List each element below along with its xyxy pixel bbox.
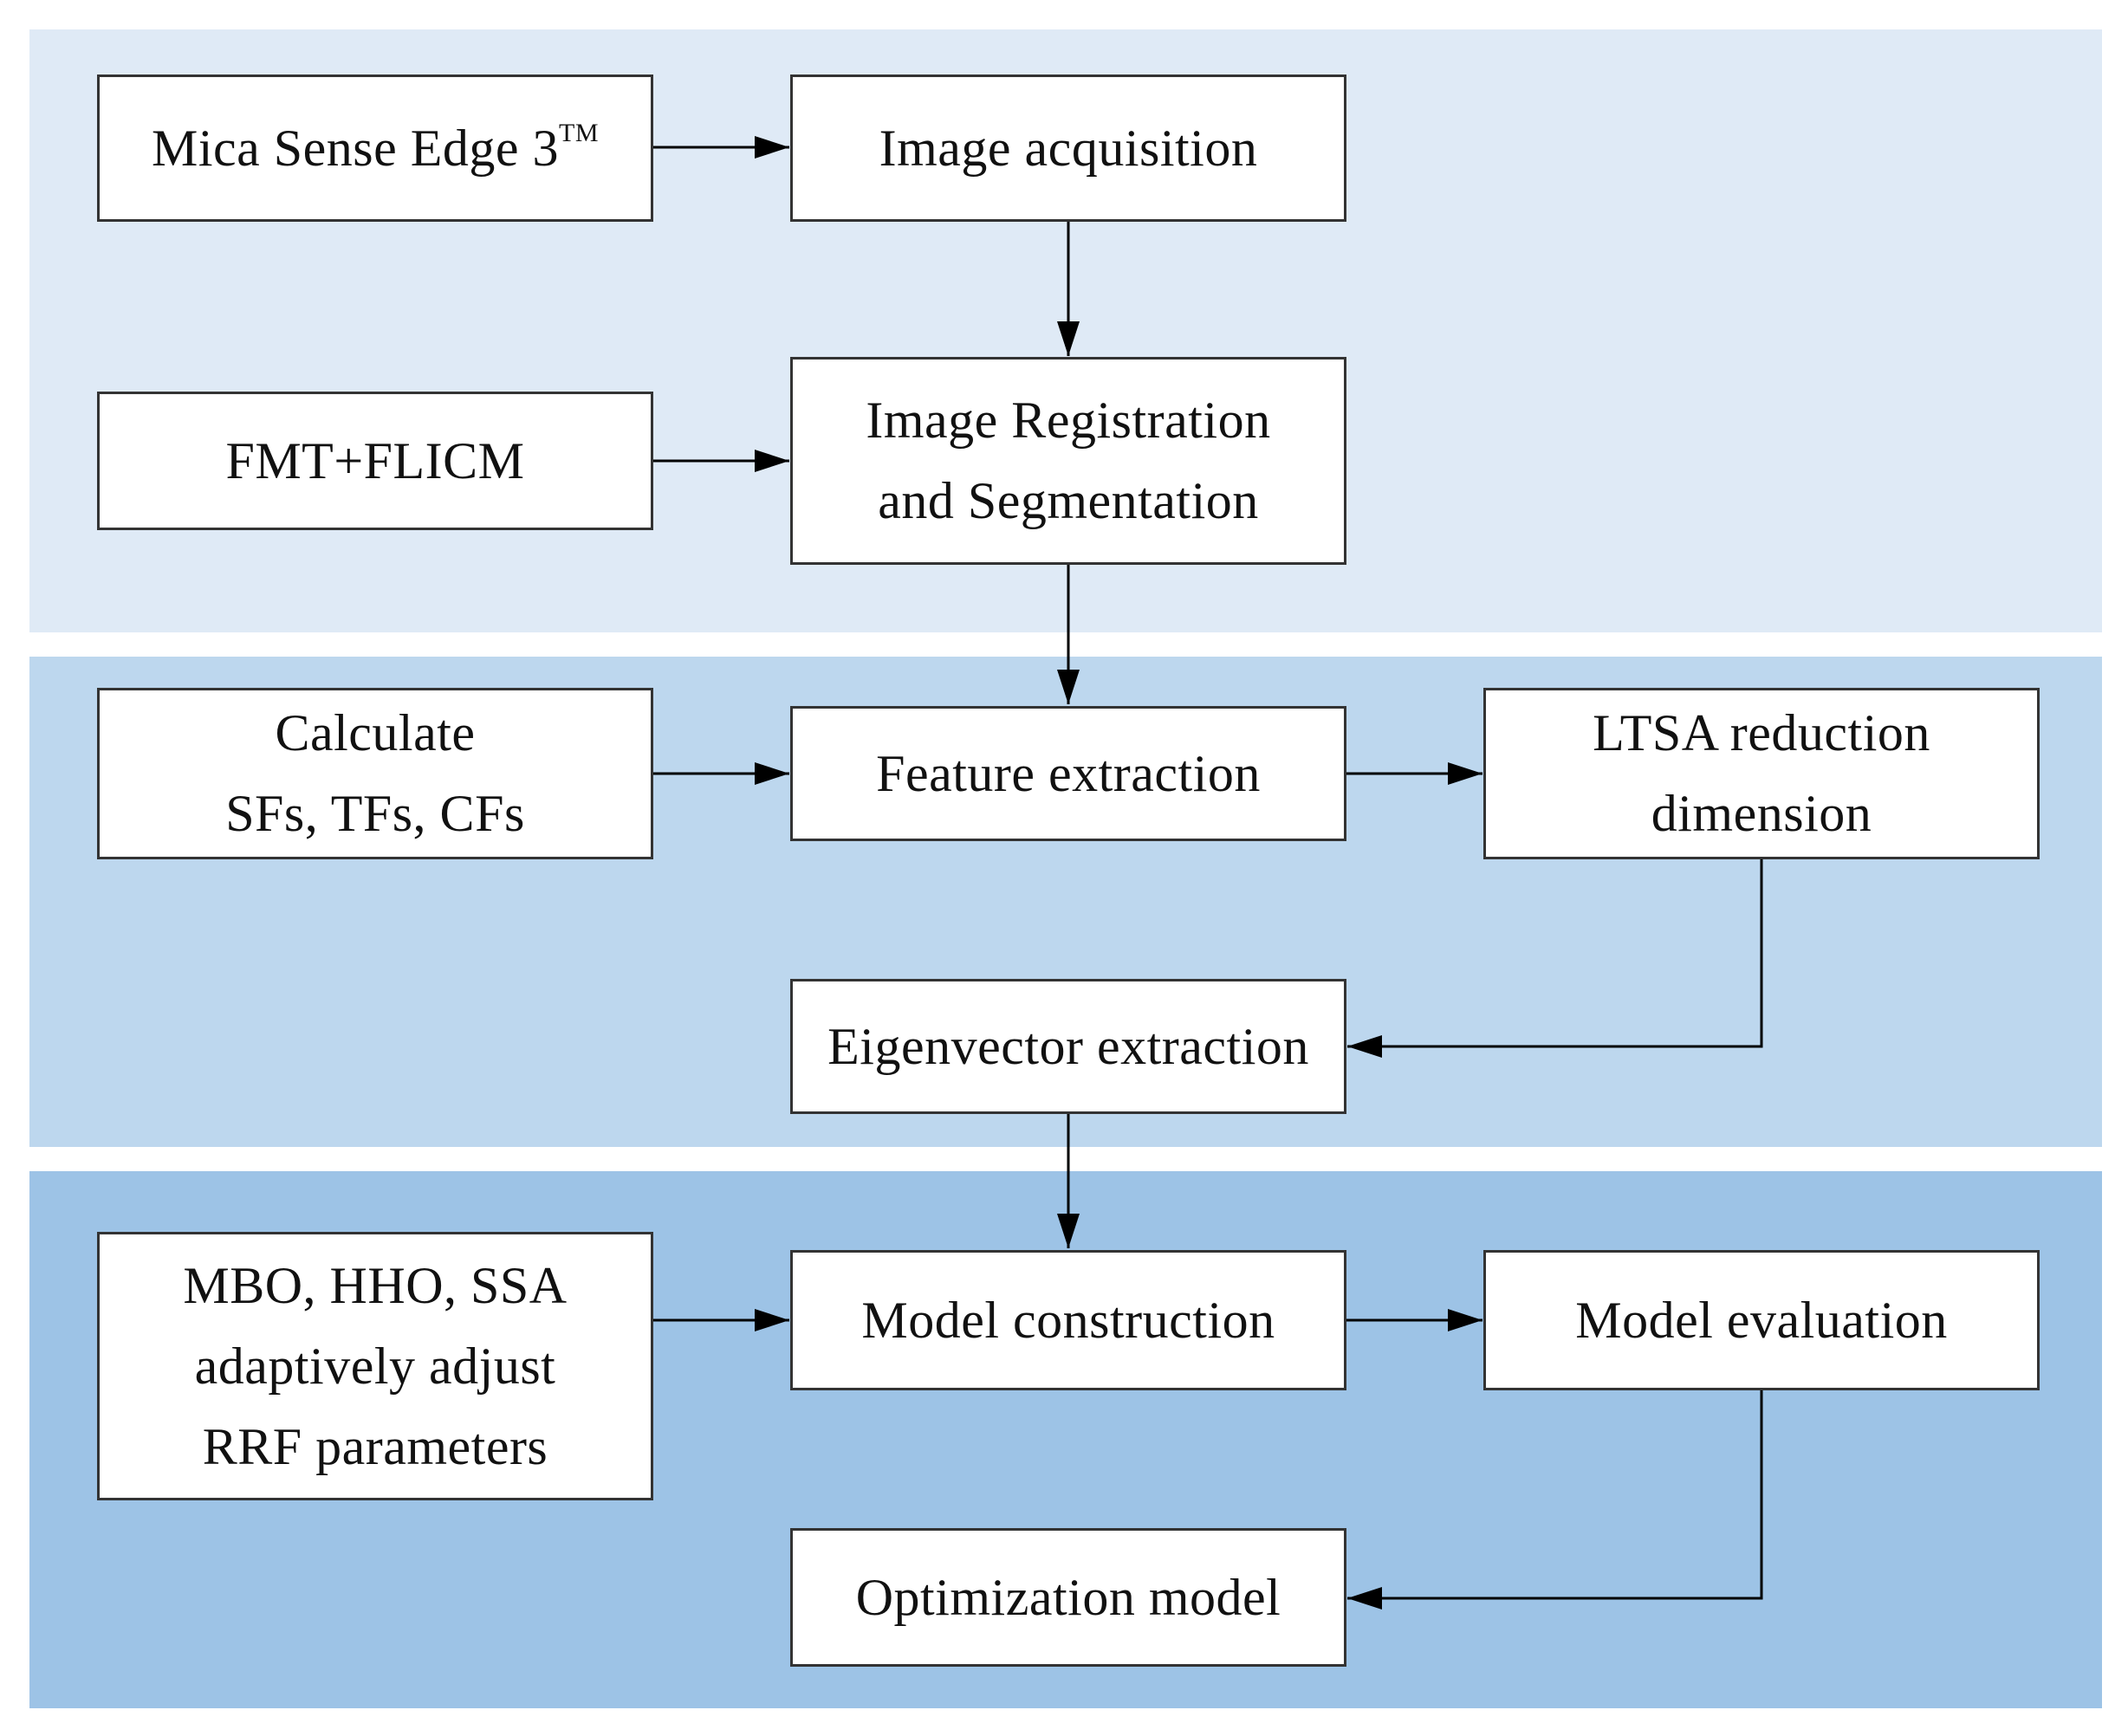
node-model-evaluation: Model evaluation xyxy=(1483,1250,2040,1390)
node-camera-label: Mica Sense Edge 3TM xyxy=(152,108,599,189)
node-calculate-line-1: Calculate xyxy=(275,704,476,761)
node-calculate-line-2: SFs, TFs, CFs xyxy=(225,785,525,842)
node-feature-extraction: Feature extraction xyxy=(790,706,1346,841)
node-model-construction: Model construction xyxy=(790,1250,1346,1390)
node-image-registration: Image Registration and Segmentation xyxy=(790,357,1346,565)
node-feature-extraction-line-1: Feature extraction xyxy=(876,744,1261,802)
node-eigenvector-extraction: Eigenvector extraction xyxy=(790,979,1346,1114)
node-camera: Mica Sense Edge 3TM xyxy=(97,74,653,222)
node-fmt-flicm: FMT+FLICM xyxy=(97,392,653,530)
node-optimizers-line-1: MBO, HHO, SSA xyxy=(183,1256,568,1314)
node-camera-text: Mica Sense Edge 3 xyxy=(151,119,560,177)
node-eigenvector-extraction-line-1: Eigenvector extraction xyxy=(827,1017,1309,1075)
node-model-evaluation-line-1: Model evaluation xyxy=(1575,1291,1948,1349)
node-camera-superscript: TM xyxy=(559,118,600,147)
node-optimizers: MBO, HHO, SSA adaptively adjust RRF para… xyxy=(97,1232,653,1500)
node-image-acquisition-line-1: Image acquisition xyxy=(879,119,1258,177)
node-image-registration-line-1: Image Registration xyxy=(866,392,1271,449)
node-fmt-flicm-line-1: FMT+FLICM xyxy=(225,431,525,489)
node-image-acquisition: Image acquisition xyxy=(790,74,1346,222)
node-model-construction-line-1: Model construction xyxy=(861,1291,1275,1349)
node-optimization-model: Optimization model xyxy=(790,1528,1346,1667)
node-ltsa-reduction-line-2: dimension xyxy=(1651,785,1872,842)
node-ltsa-reduction: LTSA reduction dimension xyxy=(1483,688,2040,859)
node-optimizers-line-2: adaptively adjust xyxy=(194,1337,556,1395)
node-calculate: Calculate SFs, TFs, CFs xyxy=(97,688,653,859)
node-image-registration-line-2: and Segmentation xyxy=(878,472,1259,529)
node-ltsa-reduction-line-1: LTSA reduction xyxy=(1593,704,1930,761)
node-optimizers-line-3: RRF parameters xyxy=(202,1417,548,1475)
node-optimization-model-line-1: Optimization model xyxy=(855,1568,1281,1626)
